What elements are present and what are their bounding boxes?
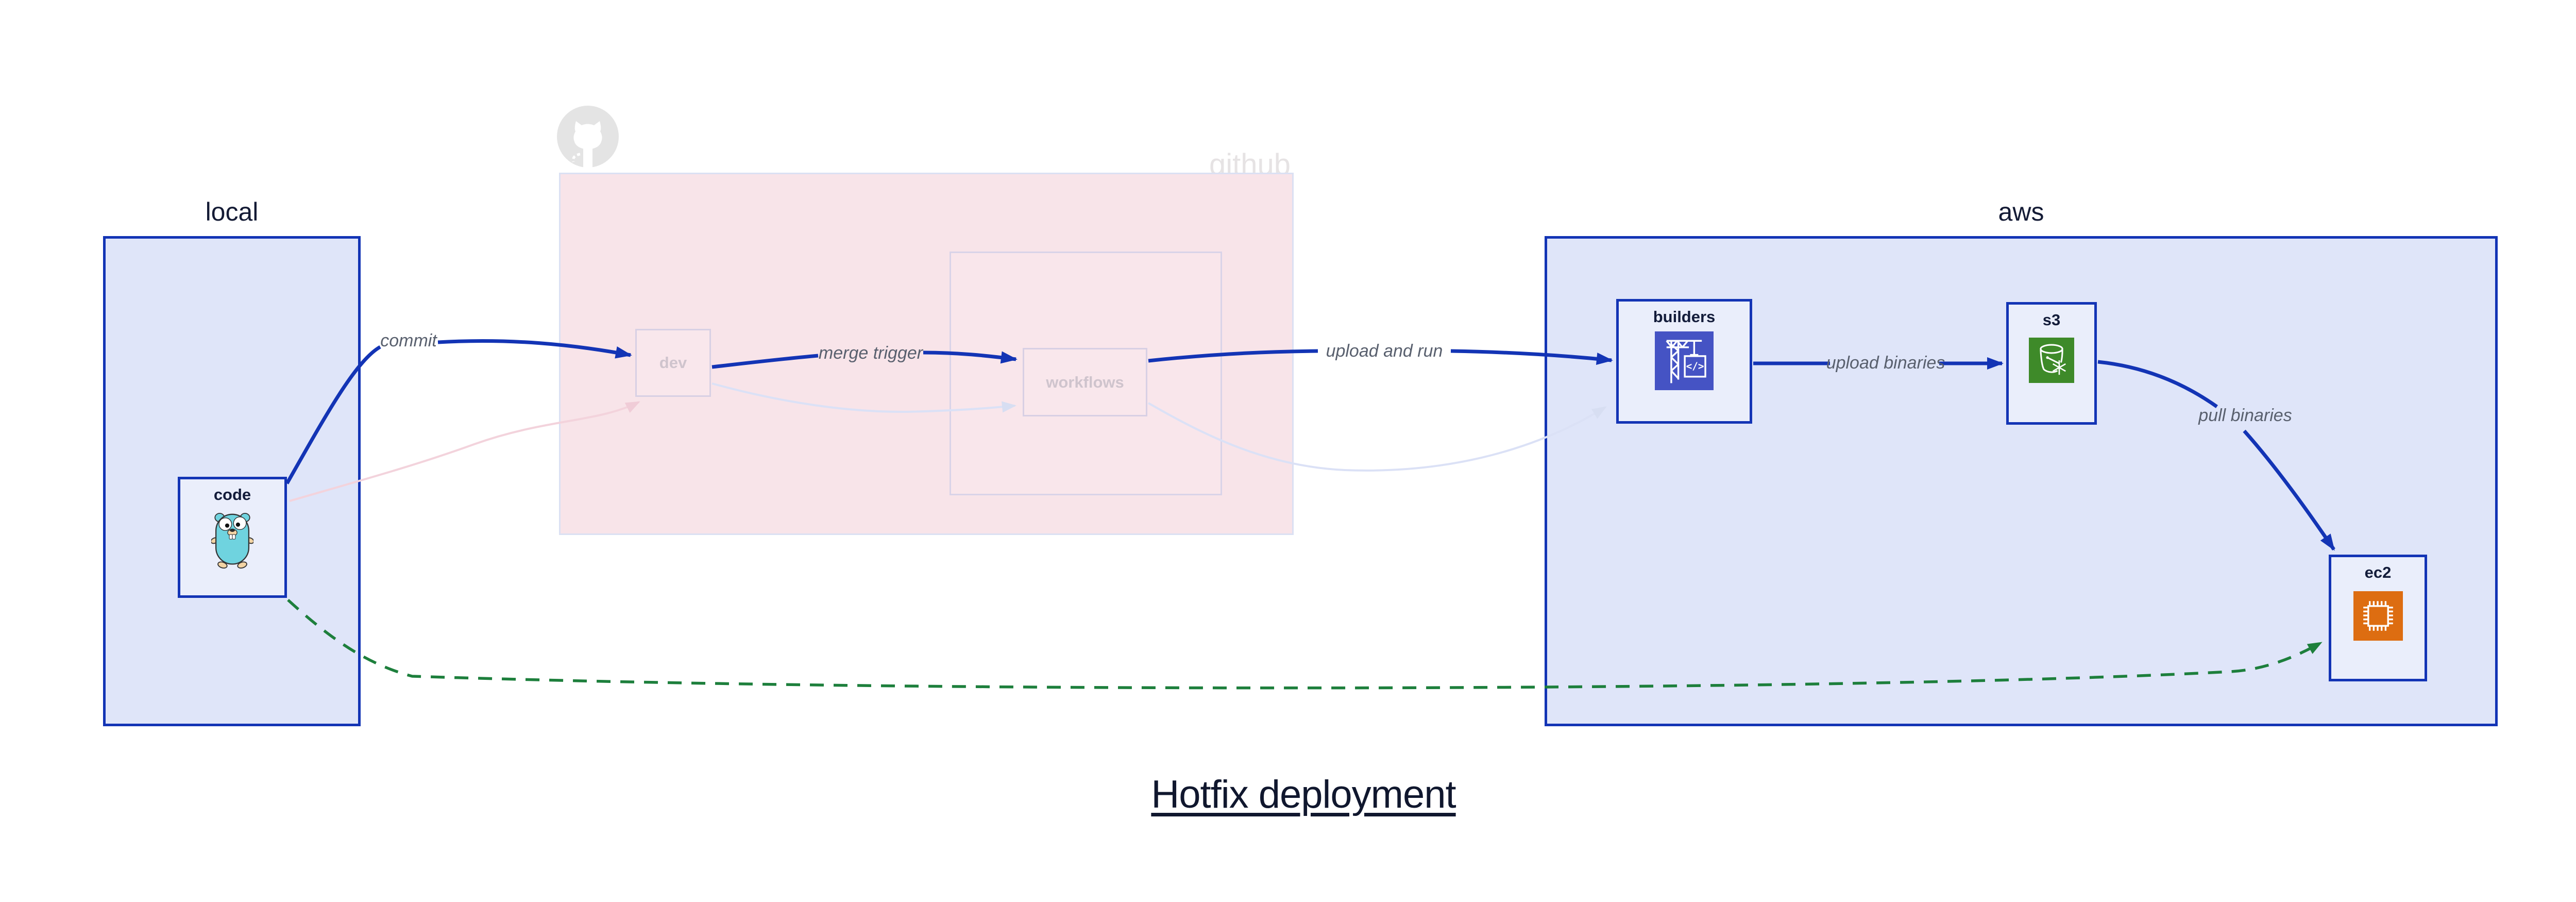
edge-pull-binaries-label: pull binaries (2198, 406, 2292, 425)
edge-commit-label: commit (380, 331, 437, 350)
node-workflows-label: workflows (1046, 373, 1124, 391)
node-builders: builders </> (1616, 299, 1752, 424)
node-code: code (178, 477, 287, 598)
edge-upload-binaries-label: upload binaries (1826, 353, 1945, 373)
codebuild-code-glyph: </> (1686, 360, 1704, 372)
node-ec2: ec2 (2329, 555, 2427, 681)
node-dev: dev (635, 329, 711, 397)
node-ec2-label: ec2 (2364, 563, 2392, 581)
node-builders-label: builders (1653, 308, 1716, 326)
node-workflows: workflows (1023, 348, 1147, 416)
cluster-local-label: local (205, 197, 259, 226)
node-code-label: code (213, 486, 251, 504)
aws-s3-glacier-icon (2028, 338, 2075, 383)
go-gopher-icon (211, 509, 253, 570)
node-s3: s3 (2006, 302, 2097, 425)
diagram-title-text: Hotfix deployment (1151, 773, 1456, 816)
edge-upload-and-run-label: upload and run (1326, 341, 1443, 361)
diagram-title: Hotfix deployment (788, 772, 1819, 817)
aws-codebuild-icon: </> (1655, 331, 1714, 390)
github-octocat-icon (556, 105, 619, 168)
node-s3-label: s3 (2042, 311, 2061, 329)
cluster-aws-label: aws (1998, 197, 2044, 226)
aws-ec2-icon (2353, 591, 2403, 641)
edge-merge-trigger-label: merge trigger (818, 343, 923, 363)
node-dev-label: dev (659, 354, 687, 372)
